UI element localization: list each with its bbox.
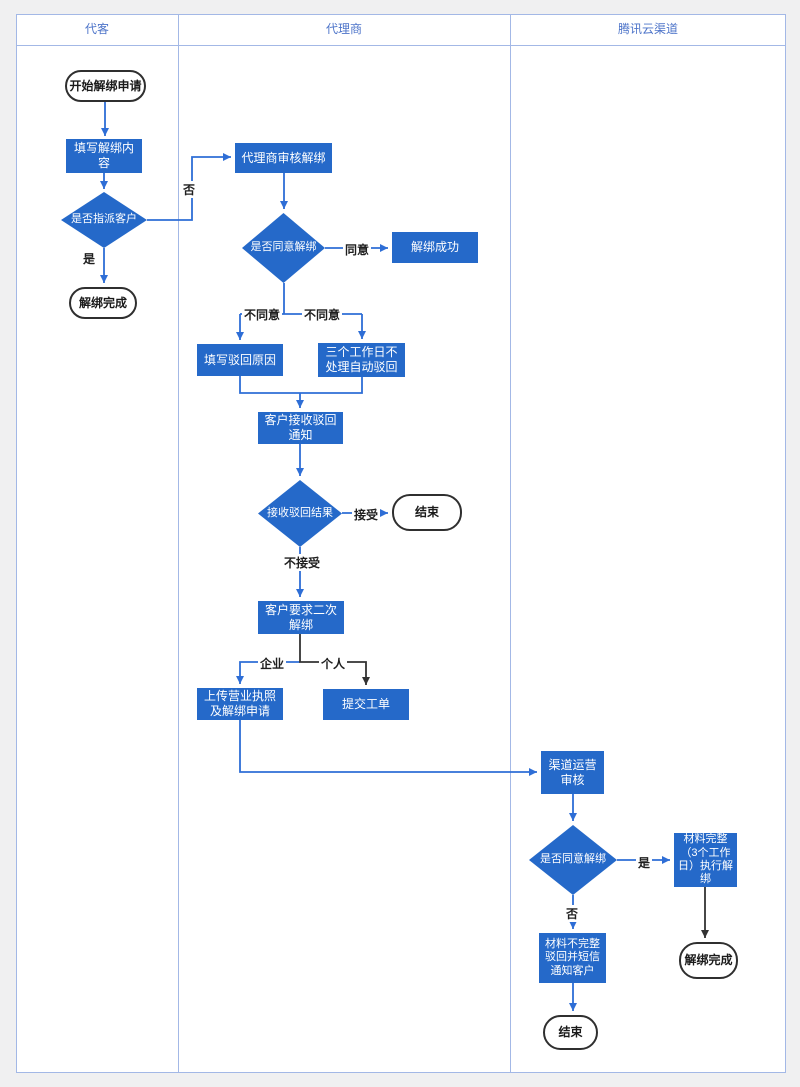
edge-label-accept: 接受: [351, 506, 381, 523]
edge-label-yes-assign: 是: [80, 250, 98, 267]
edge-label-no-channel: 否: [563, 905, 581, 922]
node-materials-incomplete-reject: 材料不完整驳回并短信通知客户: [539, 933, 606, 983]
edge-label-agree: 同意: [342, 241, 372, 258]
edge-upload-to-channel: [239, 720, 537, 776]
node-label: 开始解绑申请: [69, 78, 142, 93]
node-fill-reject-reason: 填写驳回原因: [197, 344, 283, 376]
node-upload-license-application: 上传营业执照及解绑申请: [197, 688, 283, 720]
node-label: 是否同意解绑: [540, 853, 606, 866]
lane-divider-2: [510, 14, 511, 1073]
node-label: 客户接收驳回通知: [264, 413, 337, 442]
node-end-lane3: 结束: [543, 1015, 598, 1050]
lane-header-agent: 代理商: [325, 22, 362, 36]
node-start-unbind-request: 开始解绑申请: [65, 70, 146, 102]
node-unbind-success: 解绑成功: [392, 232, 478, 263]
node-unbind-complete-lane3: 解绑完成: [679, 942, 738, 979]
edge-label-personal: 个人: [318, 655, 348, 672]
node-customer-second-unbind: 客户要求二次解绑: [258, 601, 344, 634]
node-label: 解绑成功: [410, 240, 459, 254]
lane-header-tencent-channel: 腾讯云渠道: [617, 22, 678, 36]
node-label: 材料不完整驳回并短信通知客户: [545, 937, 600, 977]
lane-header-customer: 代客: [84, 22, 109, 36]
node-label: 是否同意解绑: [250, 241, 317, 254]
node-agent-review-unbind: 代理商审核解绑: [235, 143, 332, 173]
node-label: 提交工单: [341, 697, 390, 711]
node-label: 接收驳回结果: [267, 506, 333, 519]
node-label: 填写解绑内容: [73, 141, 134, 170]
node-label: 渠道运营审核: [548, 757, 597, 787]
edge-label-disagree-left: 不同意: [241, 306, 283, 323]
node-unbind-complete-lane1: 解绑完成: [69, 287, 137, 319]
node-customer-receive-reject-notice: 客户接收驳回通知: [258, 412, 343, 444]
node-auto-reject-3-days: 三个工作日不处理自动驳回: [318, 343, 405, 377]
header-divider: [16, 45, 786, 46]
edge-label-no-assign: 否: [180, 181, 198, 198]
node-label: 上传营业执照及解绑申请: [203, 689, 276, 718]
node-label: 材料完整（3个工作日）执行解绑: [678, 833, 733, 886]
node-end-lane2: 结束: [392, 494, 462, 531]
node-label: 是否指派客户: [71, 213, 137, 226]
edge-merge-bar: [239, 376, 363, 394]
node-label: 解绑完成: [684, 953, 733, 967]
node-label: 代理商审核解绑: [241, 150, 326, 165]
node-label: 结束: [558, 1025, 583, 1039]
node-label: 三个工作日不处理自动驳回: [325, 345, 398, 374]
node-label: 填写驳回原因: [203, 352, 276, 367]
lane-divider-1: [178, 14, 179, 1073]
swimlane-frame: [16, 14, 786, 1073]
node-fill-unbind-content: 填写解绑内容: [66, 139, 142, 173]
edge-label-disagree-right: 不同意: [301, 306, 343, 323]
node-label: 解绑完成: [78, 295, 127, 310]
edge-label-not-accept: 不接受: [281, 554, 323, 571]
node-materials-complete-execute: 材料完整（3个工作日）执行解绑: [674, 833, 737, 887]
node-channel-ops-review: 渠道运营审核: [541, 751, 604, 794]
node-label: 结束: [414, 505, 439, 519]
node-label: 客户要求二次解绑: [264, 602, 337, 632]
edge-label-enterprise: 企业: [257, 655, 287, 672]
node-submit-ticket: 提交工单: [323, 689, 409, 720]
edge-label-yes-channel: 是: [635, 854, 653, 871]
